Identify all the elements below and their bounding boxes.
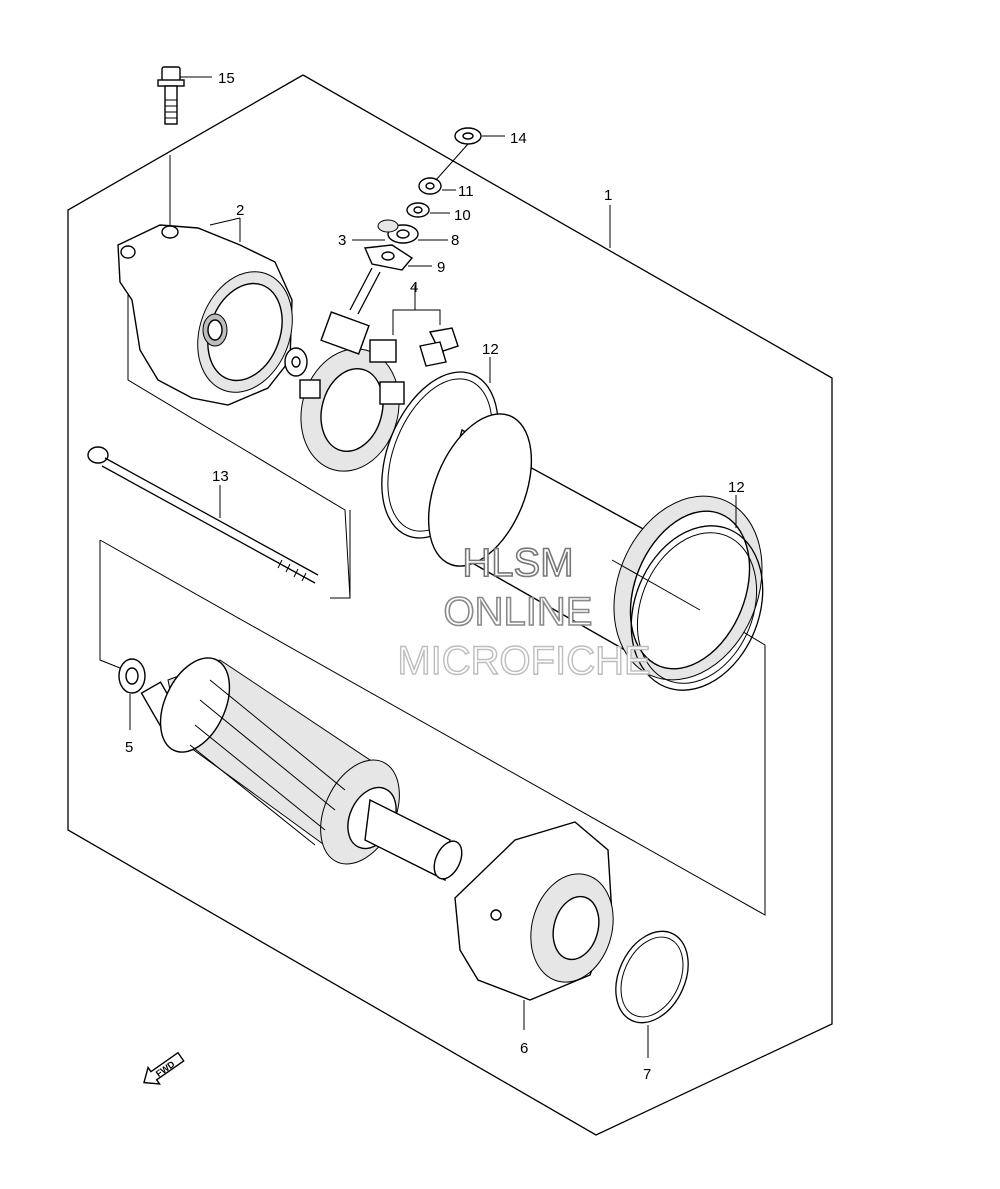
callout-4: 4 [410, 279, 418, 296]
callout-6: 6 [520, 1040, 528, 1057]
through-bolt-13 [87, 446, 319, 584]
fwd-arrow-icon: FWD [143, 1051, 185, 1085]
callout-12-upper: 12 [482, 341, 499, 358]
callout-12-lower: 12 [728, 479, 745, 496]
armature [140, 657, 463, 882]
seal-3 [377, 219, 399, 233]
callout-9: 9 [437, 259, 445, 276]
watermark-line-3: MICROFICHE [397, 639, 650, 683]
callout-7: 7 [643, 1066, 651, 1083]
callout-11: 11 [458, 183, 474, 200]
callout-8: 8 [451, 232, 459, 249]
housing-2 [117, 217, 293, 406]
watermark-line-2: ONLINE [444, 590, 593, 634]
o-ring-7 [615, 930, 689, 1024]
end-cover-6 [454, 821, 614, 1030]
callout-3: 3 [338, 232, 346, 249]
watermark: HLSM ONLINE MICROFICHE [397, 540, 652, 684]
callout-15: 15 [218, 70, 235, 87]
brush-pair-4 [392, 285, 459, 367]
group-bracket-yoke [99, 539, 766, 916]
group-bracket-armature [99, 540, 121, 669]
bolt-15 [157, 66, 212, 125]
callout-2: 2 [236, 202, 244, 219]
callout-1: 1 [604, 187, 612, 204]
callout-5: 5 [125, 739, 133, 756]
callout-13: 13 [212, 468, 229, 485]
o-ring-12-lower [630, 525, 764, 691]
callout-10: 10 [454, 207, 471, 224]
group-bracket-end-cover [127, 290, 351, 599]
assembly-frame [67, 74, 833, 1136]
watermark-line-1: HLSM [462, 541, 573, 585]
callout-14: 14 [510, 130, 527, 147]
brush-holder-4 [299, 267, 405, 472]
